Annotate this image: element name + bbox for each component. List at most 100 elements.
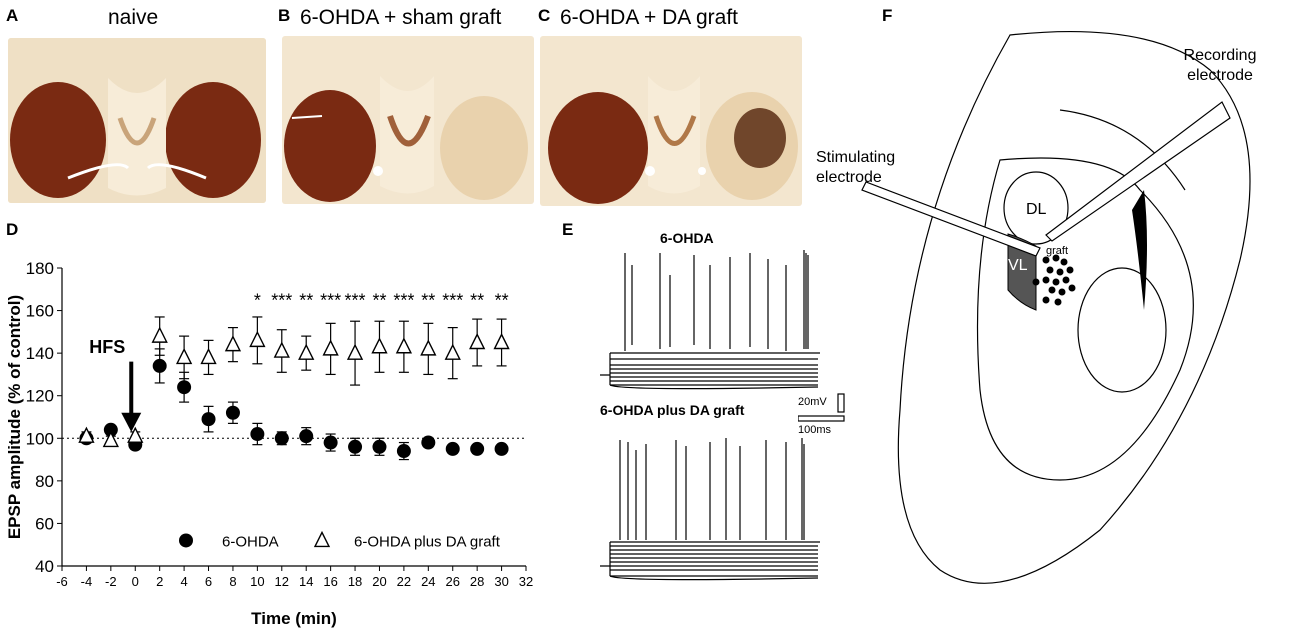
significance-marker: ** [421,291,435,311]
significance-marker: *** [442,291,463,311]
data-point-6-ohda-plus-da-graft [127,426,144,443]
panel-a-letter: A [6,6,19,25]
y-tick-label: 40 [35,557,54,576]
data-point-6-ohda-plus-da-graft [200,347,217,365]
significance-marker: *** [345,291,366,311]
legend-label-6-ohda: 6-OHDA [222,533,279,550]
data-point-6-ohda [274,431,289,446]
panel-b-histology-image [282,36,534,204]
hfs-annotation-label: HFS [89,337,125,357]
panel-c-histology-image [540,36,802,206]
panel-b-letter: B [278,6,291,25]
x-tick-label: 4 [180,574,187,589]
y-tick-label: 60 [35,514,54,533]
significance-marker: ** [372,291,386,311]
x-tick-label: 20 [372,574,386,589]
dl-label: DL [1026,201,1047,218]
panel-c-title: 6-OHDA + DA graft [560,6,738,29]
y-tick-label: 80 [35,472,54,491]
trace-1-label: 6-OHDA [660,230,714,246]
data-point-6-ohda-plus-da-graft [395,337,413,354]
significance-marker: ** [299,291,313,311]
data-point-6-ohda-plus-da-graft [151,326,168,343]
data-point-6-ohda [299,429,314,444]
x-tick-label: 24 [421,574,435,589]
x-tick-label: 2 [156,574,163,589]
trace-2-electrophysiology [600,438,820,581]
data-point-6-ohda-plus-da-graft [322,339,339,356]
panel-a-title: naive [108,6,159,29]
data-point-6-ohda-plus-da-graft [175,347,193,365]
data-point-6-ohda-plus-da-graft [224,335,242,352]
panel-f-letter: F [882,6,893,25]
data-point-6-ohda [323,435,338,450]
data-point-6-ohda [250,427,265,442]
y-tick-label: 160 [26,302,54,321]
recording-label-line2: electrode [1187,67,1253,84]
panel-c-letter: C [538,6,551,25]
data-point-6-ohda-plus-da-graft [371,337,388,354]
x-tick-label: 6 [205,574,212,589]
x-tick-label: -4 [81,574,93,589]
significance-marker: * [254,291,261,311]
panel-e-letter: E [562,220,574,239]
significance-marker: ** [495,291,509,311]
data-point-6-ohda-plus-da-graft [249,330,266,348]
data-point-6-ohda-plus-da-graft [444,343,461,360]
x-tick-label: 26 [446,574,460,589]
significance-marker: ** [470,291,484,311]
panel-b-title: 6-OHDA + sham graft [300,6,502,29]
data-point-6-ohda-plus-da-graft [273,341,290,358]
panel-f-diagram: Recording electrode Stimulating electrod… [816,31,1257,584]
panel-a-histology-image [8,38,266,203]
legend-marker-6-ohda [179,533,193,548]
significance-marker: *** [271,291,292,311]
data-point-6-ohda-plus-da-graft [102,430,119,448]
x-tick-label: 16 [323,574,337,589]
data-point-6-ohda [225,405,240,420]
data-point-6-ohda [396,444,411,459]
x-tick-label: -6 [56,574,68,589]
x-tick-label: 30 [494,574,508,589]
legend-marker-da-graft [313,530,331,548]
y-tick-label: 140 [26,344,54,363]
x-tick-label: 10 [250,574,264,589]
x-tick-label: 28 [470,574,484,589]
significance-marker: *** [320,291,341,311]
x-tick-label: -2 [105,574,117,589]
stimulating-label-line1: Stimulating [816,149,895,166]
x-tick-label: 0 [132,574,139,589]
data-point-6-ohda [201,412,216,427]
y-tick-label: 100 [26,429,54,448]
data-point-6-ohda [348,439,363,454]
x-axis-title: Time (min) [251,609,337,628]
trace-1-electrophysiology [600,250,820,390]
data-point-6-ohda [152,358,167,373]
recording-label-line1: Recording [1184,47,1257,64]
data-point-6-ohda-plus-da-graft [420,339,437,356]
y-tick-label: 120 [26,387,54,406]
x-tick-label: 22 [397,574,411,589]
scale-time: 100ms [798,424,832,436]
stimulating-label-line2: electrode [816,169,882,186]
data-point-6-ohda [494,441,509,456]
y-axis-title: EPSP amplitude (% of control) [5,295,24,539]
scale-voltage: 20mV [798,396,827,408]
graft-label: graft [1046,245,1068,257]
data-point-6-ohda-plus-da-graft [493,332,510,350]
significance-marker: *** [393,291,414,311]
scale-bar [798,393,845,422]
x-tick-label: 8 [229,574,236,589]
x-tick-label: 14 [299,574,313,589]
legend-label-da-graft: 6-OHDA plus DA graft [354,533,501,550]
data-point-6-ohda-plus-da-graft [346,343,364,360]
x-tick-label: 18 [348,574,362,589]
vl-label: VL [1008,257,1028,274]
trace-2-label: 6-OHDA plus DA graft [600,402,745,418]
data-point-6-ohda [372,439,387,454]
data-point-6-ohda-plus-da-graft [78,426,95,443]
y-tick-label: 180 [26,259,54,278]
hfs-arrow-head [121,412,142,432]
data-point-6-ohda [421,435,436,450]
